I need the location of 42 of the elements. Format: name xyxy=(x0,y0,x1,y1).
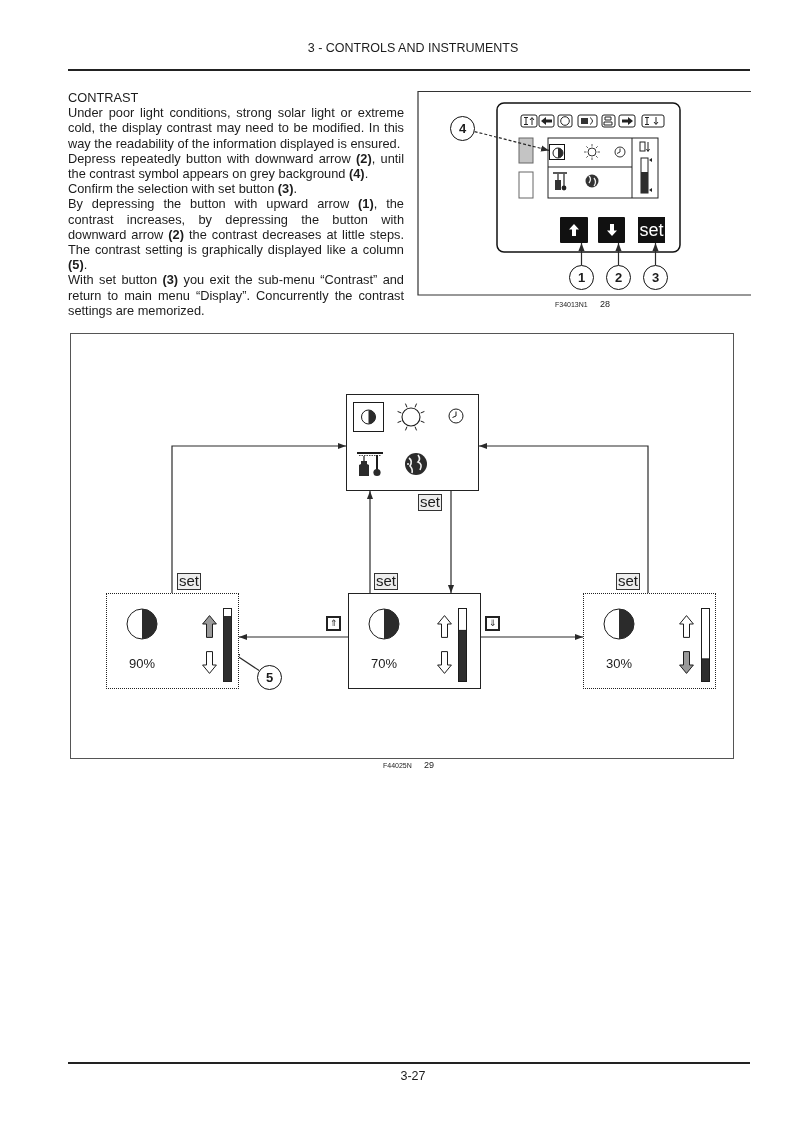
arrow xyxy=(480,633,584,641)
body-paragraph: With set button (3) you exit the sub-menu “Contrast” and return to main menu “Display”. Concurrently the contrast settings are memorized. xyxy=(68,272,404,319)
figure-number: 29 xyxy=(424,760,434,770)
level-bar xyxy=(222,607,232,682)
arrow xyxy=(478,442,649,594)
leader-line xyxy=(615,242,622,266)
callout-number: 2 xyxy=(606,265,631,290)
section-heading: CONTRAST xyxy=(68,90,140,106)
callout-number: 3 xyxy=(643,265,668,290)
arrow xyxy=(366,490,374,594)
edge-label: set xyxy=(418,494,442,511)
up-key xyxy=(560,217,588,243)
percentage-value: 30% xyxy=(605,656,633,672)
body-paragraph: Confirm the selection with set button (3). xyxy=(68,181,299,197)
edge-label: set xyxy=(374,573,398,590)
leader-line xyxy=(474,130,550,152)
menu-screen xyxy=(346,394,479,491)
page-number: 3-27 xyxy=(399,1069,427,1083)
set-key: set xyxy=(638,217,665,243)
percentage-value: 90% xyxy=(128,656,156,672)
arrow xyxy=(238,633,349,641)
callout-number: 5 xyxy=(257,665,282,690)
leader-line xyxy=(652,242,659,266)
body-paragraph: By depressing the button with upward arrow (1), the contrast increases, by depressing the button with downward arrow (2) the contrast decreases at little steps. The contrast setting is graphically displayed like a column (5). xyxy=(68,196,404,273)
contrast-screen xyxy=(348,593,481,689)
page-header: 3 - CONTROLS AND INSTRUMENTS xyxy=(306,41,520,55)
callout-number: 4 xyxy=(450,116,475,141)
edge-label: ⇓ xyxy=(485,616,500,631)
edge-label: ⇑ xyxy=(326,616,341,631)
arrow xyxy=(171,442,347,594)
edge-label: set xyxy=(177,573,201,590)
body-paragraph: Under poor light conditions, strong solar light or extreme cold, the display contrast may need to be modified. In this way the readability of the information displayed is ensured. xyxy=(68,105,404,151)
callout-number: 1 xyxy=(569,265,594,290)
contrast-screen xyxy=(583,593,716,689)
arrow xyxy=(447,490,455,594)
edge-label: set xyxy=(616,573,640,590)
leader-line xyxy=(578,242,585,266)
percentage-value: 70% xyxy=(370,656,398,672)
body-paragraph: Depress repeatedly button with downward arrow (2), until the contrast symbol appears on grey background (4). xyxy=(68,150,404,182)
contrast-screen xyxy=(106,593,239,689)
down-key xyxy=(598,217,625,243)
figure-number: 28 xyxy=(600,299,610,309)
